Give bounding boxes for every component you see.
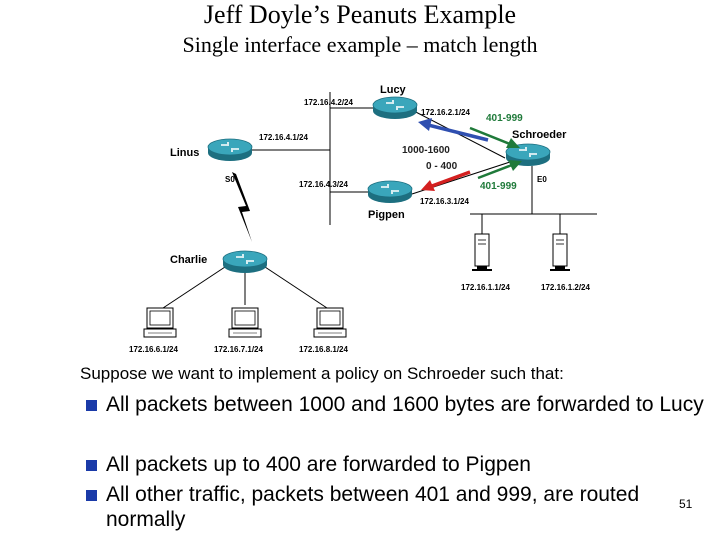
router-label-schroeder: Schroeder [512, 129, 567, 141]
range-label-401-999-bottom: 401-999 [480, 181, 517, 192]
arrow-from-pigpen-green [477, 160, 522, 180]
serial-link-bolt-icon [232, 172, 252, 242]
router-pigpen-icon [367, 180, 413, 204]
address-pigpen-bottom: 172.16.3.1/24 [420, 197, 469, 206]
network-diagram: Lucy Linus Schroeder Pigpen Charlie 172.… [129, 84, 597, 354]
range-label-0-400: 0 - 400 [426, 161, 458, 172]
host-tower-icon [549, 233, 571, 272]
arrow-to-lucy [418, 118, 489, 142]
address-pc2: 172.16.7.1/24 [214, 345, 263, 354]
square-bullet-icon [86, 400, 97, 411]
address-host2: 172.16.1.2/24 [541, 283, 590, 292]
pc-icon [313, 307, 347, 338]
square-bullet-icon [86, 460, 97, 471]
router-label-pigpen: Pigpen [368, 209, 405, 221]
router-charlie-icon [222, 250, 268, 274]
arrow-from-lucy-green [469, 126, 520, 148]
router-label-linus: Linus [170, 147, 199, 159]
address-lucy-left: 172.16.4.2/24 [304, 98, 353, 107]
interface-e0: E0 [537, 175, 547, 184]
arrow-to-pigpen [421, 170, 471, 191]
address-lucy-right: 172.16.2.1/24 [421, 108, 470, 117]
address-pigpen-left: 172.16.4.3/24 [299, 180, 348, 189]
range-label-401-999-top: 401-999 [486, 113, 523, 124]
interface-s0: S0 [225, 175, 235, 184]
bullet-text: All packets between 1000 and 1600 bytes … [106, 393, 704, 416]
square-bullet-icon [86, 490, 97, 501]
router-label-lucy: Lucy [380, 84, 407, 96]
address-linus: 172.16.4.1/24 [259, 133, 308, 142]
bullet-text: All other traffic, packets between 401 a… [106, 483, 640, 531]
address-pc1: 172.16.6.1/24 [129, 345, 178, 354]
host-tower-icon [471, 233, 493, 272]
address-host1: 172.16.1.1/24 [461, 283, 510, 292]
policy-intro-text: Suppose we want to implement a policy on… [80, 364, 564, 383]
pc-icon [143, 307, 177, 338]
router-linus-icon [207, 138, 253, 162]
bullet-text: All packets up to 400 are forwarded to P… [106, 453, 531, 476]
slide-title: Jeff Doyle’s Peanuts Example [203, 0, 517, 29]
slide-subtitle: Single interface example – match length [182, 32, 538, 57]
link-pc3 [261, 264, 331, 311]
router-lucy-icon [372, 96, 418, 120]
address-pc3: 172.16.8.1/24 [299, 345, 348, 354]
range-label-1000-1600: 1000-1600 [402, 145, 450, 156]
router-label-charlie: Charlie [170, 254, 207, 266]
pc-icon [228, 307, 262, 338]
page-number: 51 [679, 497, 693, 511]
link-pc1 [159, 264, 229, 311]
